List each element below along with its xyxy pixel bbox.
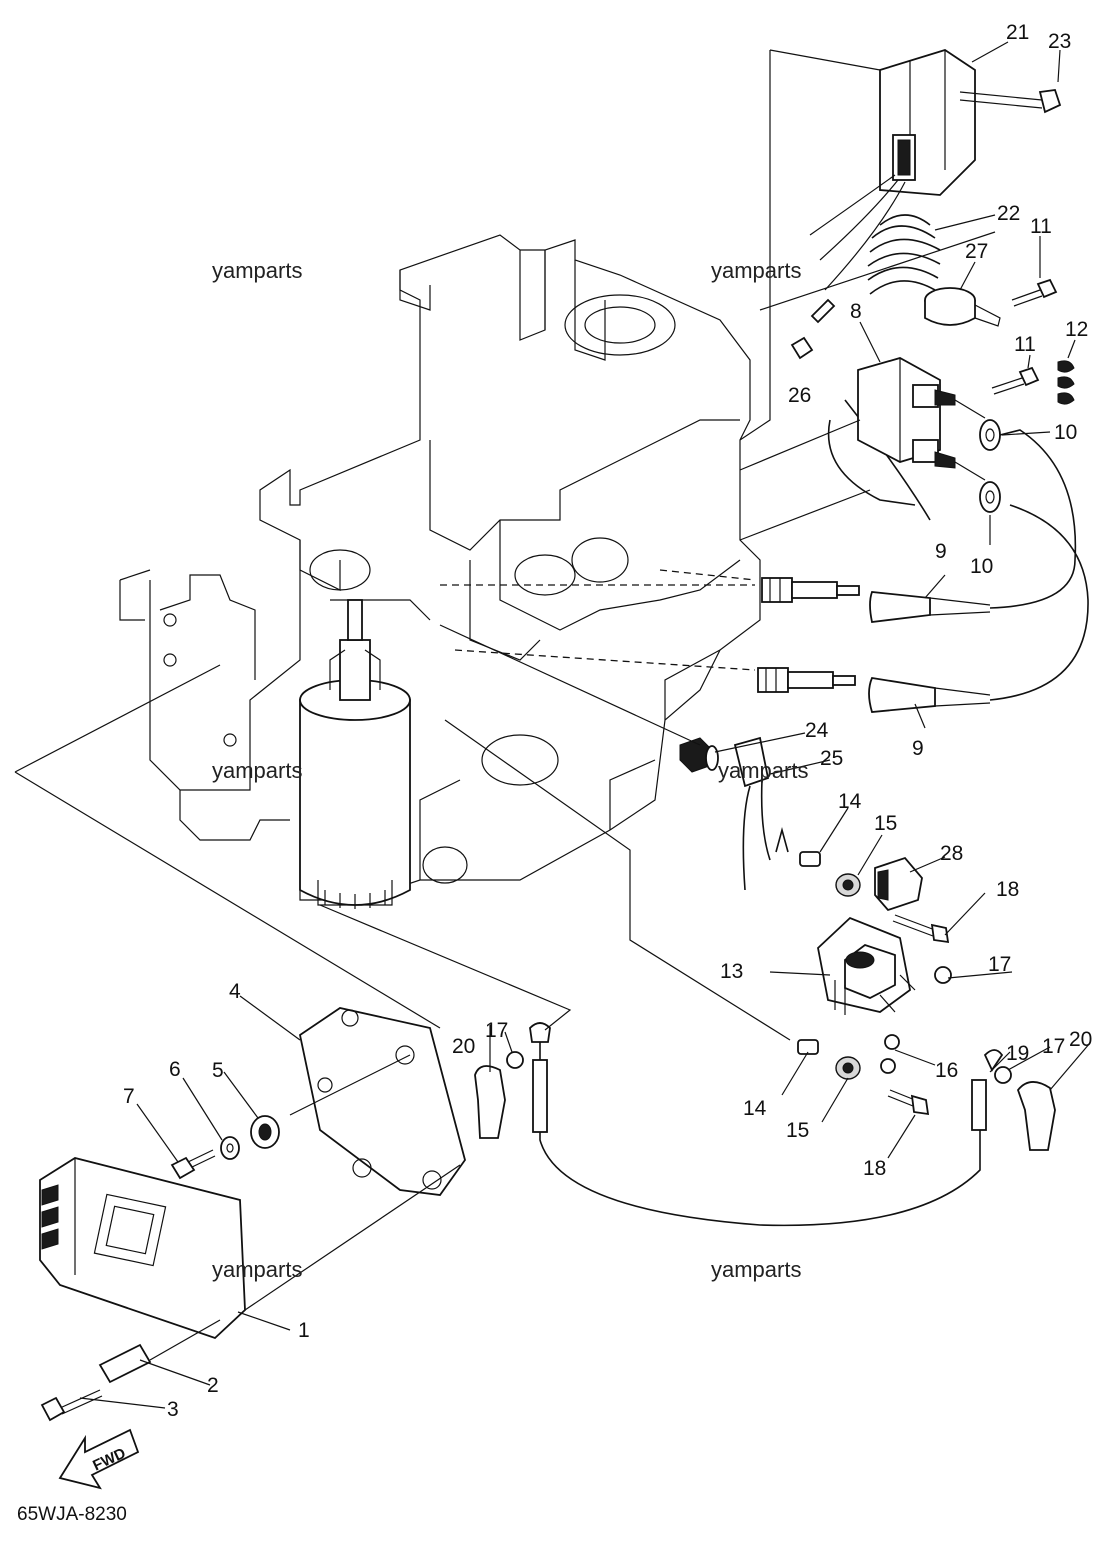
callout-10: 10 bbox=[1054, 421, 1077, 444]
watermark: yamparts bbox=[711, 1257, 801, 1282]
callout-4: 4 bbox=[229, 980, 241, 1003]
callout-20: 20 bbox=[452, 1035, 475, 1058]
terminal-cover-20-left bbox=[474, 1065, 506, 1139]
callout-28: 28 bbox=[940, 842, 963, 865]
callout-17: 17 bbox=[1042, 1035, 1065, 1058]
cdi-unit-1 bbox=[39, 1157, 246, 1340]
coil-spring-22 bbox=[867, 214, 941, 295]
callout-22: 22 bbox=[997, 202, 1020, 225]
clamp-27 bbox=[924, 287, 1001, 327]
starter-cable bbox=[529, 1022, 1004, 1227]
lead-grommet-upper bbox=[979, 419, 1001, 451]
watermark: yamparts bbox=[711, 258, 801, 283]
callout-17: 17 bbox=[988, 953, 1011, 976]
callout-leaders bbox=[79, 41, 1091, 1409]
callout-15: 15 bbox=[874, 812, 897, 835]
callout-23: 23 bbox=[1048, 30, 1071, 53]
nut-17-left bbox=[506, 1051, 524, 1069]
relay-bracket-28 bbox=[874, 856, 923, 912]
starter-relay-13 bbox=[817, 916, 916, 1015]
washer-6 bbox=[220, 1136, 240, 1160]
nut-16 bbox=[880, 1034, 900, 1074]
callout-6: 6 bbox=[169, 1058, 181, 1081]
callout-27: 27 bbox=[965, 240, 988, 263]
callout-21: 21 bbox=[1006, 21, 1029, 44]
starter-motor bbox=[299, 599, 411, 909]
callout-19: 19 bbox=[1006, 1042, 1029, 1065]
callout-24: 24 bbox=[805, 719, 829, 742]
callout-9: 9 bbox=[912, 737, 924, 760]
plug-cap-lower bbox=[868, 677, 991, 713]
thermo-switch-24 bbox=[679, 737, 719, 773]
callout-9: 9 bbox=[935, 540, 947, 563]
callout-17: 17 bbox=[485, 1019, 508, 1042]
callout-5: 5 bbox=[212, 1059, 224, 1082]
lead-grommet-lower bbox=[979, 481, 1001, 513]
callout-8: 8 bbox=[850, 300, 862, 323]
reference-lines bbox=[14, 49, 996, 1361]
forward-direction-arrow: FWD bbox=[58, 1428, 140, 1490]
callout-26: 26 bbox=[788, 384, 811, 407]
callout-12: 12 bbox=[1065, 318, 1088, 341]
collar-2 bbox=[98, 1343, 152, 1384]
bolt-11-upper bbox=[1011, 278, 1058, 307]
watermark: yamparts bbox=[212, 258, 302, 283]
plug-cap-upper bbox=[869, 591, 991, 623]
nut-17-right bbox=[994, 1066, 1012, 1084]
bracket-4 bbox=[298, 1007, 466, 1196]
callout-11: 11 bbox=[1030, 215, 1052, 238]
callout-15: 15 bbox=[786, 1119, 809, 1142]
grommet-15-upper bbox=[835, 873, 861, 897]
spark-plug-upper bbox=[761, 577, 860, 603]
ignition-coil bbox=[857, 357, 986, 481]
callout-16: 16 bbox=[935, 1059, 958, 1082]
callout-13: 13 bbox=[720, 960, 743, 983]
callout-18: 18 bbox=[996, 878, 1019, 901]
bolt-18-lower bbox=[887, 1089, 930, 1116]
cdi-unit-21 bbox=[809, 49, 976, 291]
callout-7: 7 bbox=[123, 1085, 135, 1108]
grommet-15-lower bbox=[835, 1056, 861, 1080]
collar-14-upper bbox=[799, 851, 821, 867]
bolt-18-upper bbox=[892, 914, 950, 944]
callout-1: 1 bbox=[298, 1319, 310, 1342]
callout-20: 20 bbox=[1069, 1028, 1092, 1051]
callout-10: 10 bbox=[970, 555, 993, 578]
watermark: yamparts bbox=[212, 758, 302, 783]
callout-25: 25 bbox=[820, 747, 843, 770]
callout-3: 3 bbox=[167, 1398, 179, 1421]
callout-2: 2 bbox=[207, 1374, 219, 1397]
watermark: yamparts bbox=[718, 758, 808, 783]
terminal-cover-20-right bbox=[1016, 1081, 1056, 1151]
callout-14: 14 bbox=[838, 790, 862, 813]
collar-14-lower bbox=[797, 1039, 819, 1055]
engine-block bbox=[119, 234, 761, 901]
callout-18: 18 bbox=[863, 1157, 886, 1180]
grommet-5 bbox=[250, 1115, 280, 1149]
thermo-cap-25 bbox=[733, 736, 789, 891]
diagram-code: 65WJA-8230 bbox=[17, 1504, 127, 1525]
bolt-7 bbox=[170, 1149, 216, 1180]
clip-12 bbox=[1057, 360, 1075, 405]
nut-17-relay bbox=[934, 966, 952, 984]
terminal-26 bbox=[790, 298, 836, 360]
bolt-23 bbox=[959, 89, 1062, 114]
bolt-11-lower bbox=[991, 366, 1040, 395]
high-tension-leads bbox=[827, 399, 1089, 701]
spark-plug-lower bbox=[757, 667, 856, 693]
callout-11: 11 bbox=[1014, 333, 1036, 356]
watermark: yamparts bbox=[212, 1257, 302, 1282]
bolt-3 bbox=[40, 1389, 103, 1422]
callout-14: 14 bbox=[743, 1097, 767, 1120]
